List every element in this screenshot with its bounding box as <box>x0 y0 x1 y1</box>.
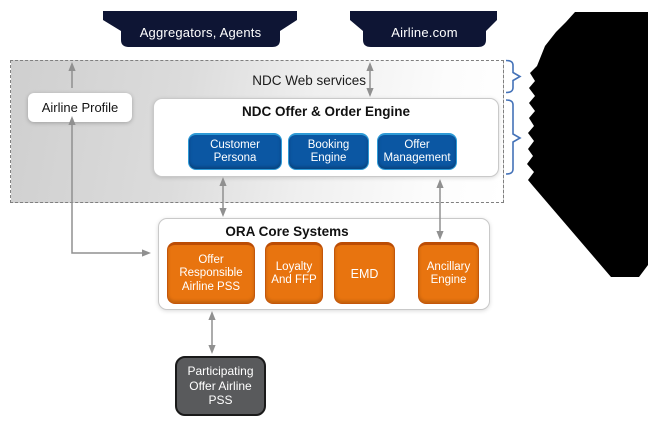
module-customer-persona: Customer Persona <box>188 133 282 170</box>
module-booking-engine: Booking Engine <box>288 133 369 170</box>
redacted-text-blob <box>527 12 648 277</box>
module-offer-responsible-airline-pss: Offer Responsible Airline PSS <box>167 242 255 304</box>
airline-com-banner-label: Airline.com <box>391 24 458 40</box>
module-offer-management: Offer Management <box>377 133 457 170</box>
aggregators-banner-shape <box>103 11 297 47</box>
offer-order-engine-title: NDC Offer & Order Engine <box>241 104 411 119</box>
module-emd: EMD <box>334 242 395 304</box>
module-ancillary-engine: Ancillary Engine <box>418 242 479 304</box>
module-loyalty-ffp: Loyalty And FFP <box>265 242 323 304</box>
airline-com-banner-shape <box>350 11 497 47</box>
aggregators-banner-label: Aggregators, Agents <box>139 24 262 40</box>
airline-profile-box: Airline Profile <box>28 93 132 122</box>
ndc-web-services-label: NDC Web services <box>252 72 366 88</box>
ora-core-title: ORA Core Systems <box>225 224 349 239</box>
participating-offer-airline-pss-box: Participating Offer Airline PSS <box>175 356 266 416</box>
